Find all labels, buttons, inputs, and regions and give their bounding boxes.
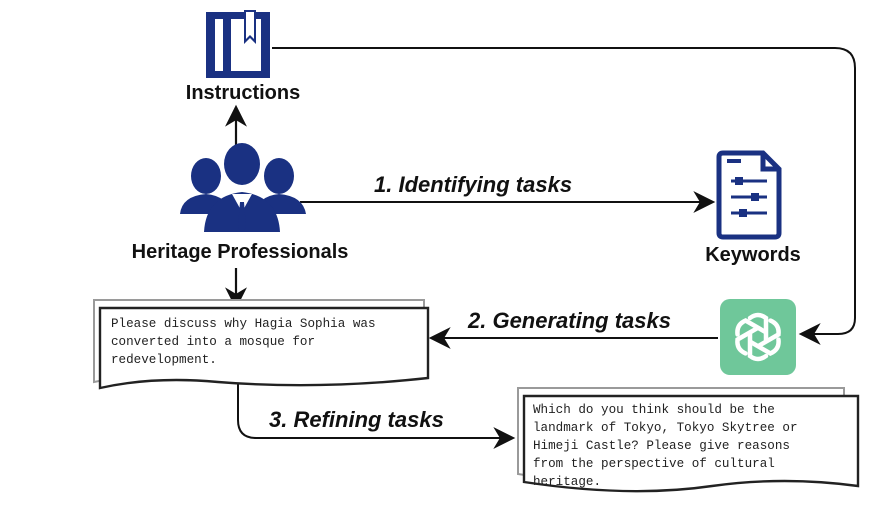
generated-task-document: Please discuss why Hagia Sophia was conv… <box>93 299 430 390</box>
step-identifying-tasks-label: 1. Identifying tasks <box>374 172 572 197</box>
people-group-icon <box>180 143 306 232</box>
refined-task-line: heritage. <box>533 475 601 489</box>
generated-task-line: Please discuss why Hagia Sophia was <box>111 317 376 331</box>
refined-task-line: landmark of Tokyo, Tokyo Skytree or <box>533 421 798 435</box>
refined-task-line: from the perspective of cultural <box>533 457 775 471</box>
book-icon <box>206 10 270 78</box>
heritage-professionals-label: Heritage Professionals <box>132 241 349 263</box>
svg-text:Please discuss why Hagia Sophi: Please discuss why Hagia Sophia was conv… <box>111 317 383 367</box>
openai-logo-icon <box>720 299 796 375</box>
instructions-label: Instructions <box>186 82 300 104</box>
refined-task-line: Which do you think should be the <box>533 403 775 417</box>
generated-task-line: converted into a mosque for <box>111 335 315 349</box>
document-list-icon <box>716 150 782 240</box>
refined-task-line: Himeji Castle? Please give reasons <box>533 439 790 453</box>
step-refining-tasks-label: 3. Refining tasks <box>269 407 444 432</box>
refined-task-document: Which do you think should be the landmar… <box>517 387 860 493</box>
generated-task-line: redevelopment. <box>111 353 217 367</box>
keywords-label: Keywords <box>705 244 801 266</box>
svg-text:Which do you think should be t: Which do you think should be the landmar… <box>533 403 805 489</box>
arrow-refining-tasks <box>237 378 516 449</box>
arrow-instructions-to-llm <box>272 47 856 345</box>
step-generating-tasks-label: 2. Generating tasks <box>467 308 671 333</box>
